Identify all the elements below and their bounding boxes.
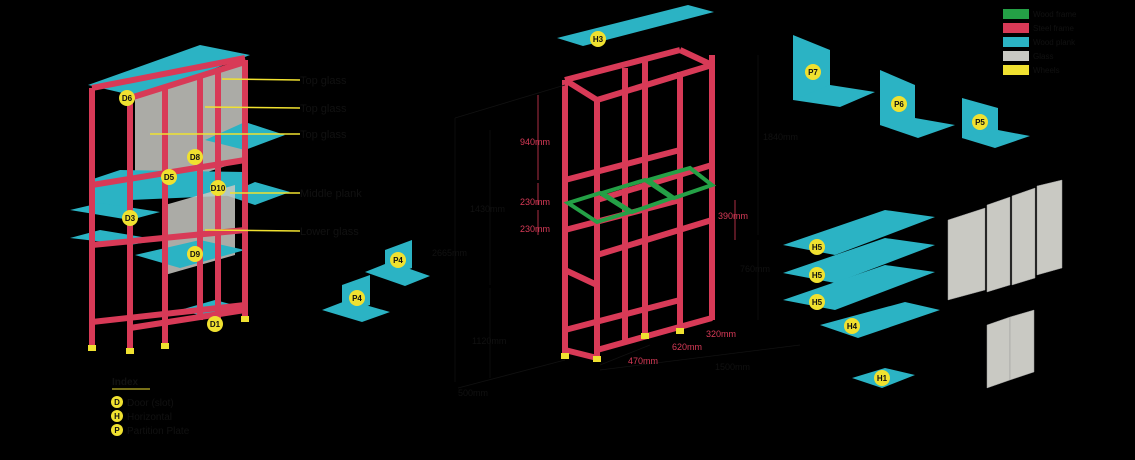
wheels xyxy=(88,316,249,354)
callout-label: Lower glass xyxy=(300,226,359,238)
legend-swatch xyxy=(1003,37,1029,47)
tag-circle xyxy=(349,290,365,306)
frame-wheels xyxy=(561,328,684,362)
exploded-frame: H3 xyxy=(432,5,801,398)
tag-label: H5 xyxy=(812,271,823,280)
dimension-label: 500mm xyxy=(458,388,488,398)
legend-swatch xyxy=(1003,51,1029,61)
index-text: Horizontal xyxy=(127,412,172,423)
dimension-label: 2665mm xyxy=(432,248,467,258)
tag-circle xyxy=(187,246,203,262)
tag-label: D8 xyxy=(190,153,201,162)
callout-label: Middle plank xyxy=(300,188,362,200)
tag-label: H3 xyxy=(593,35,604,44)
legend-label: Wheels xyxy=(1033,66,1060,75)
legend-swatch xyxy=(1003,23,1029,33)
tag-label: P5 xyxy=(975,118,985,127)
green-frame xyxy=(563,165,717,225)
tag-label: P7 xyxy=(808,68,818,77)
callout-lines xyxy=(150,78,301,232)
tag-circle xyxy=(187,149,203,165)
dimension-label: 1120mm xyxy=(472,336,506,346)
tag-label: D3 xyxy=(125,214,136,223)
index-text: Door (slot) xyxy=(127,398,174,409)
index-letter: D xyxy=(114,398,120,407)
tag-label: H4 xyxy=(847,322,858,331)
tag-circle xyxy=(161,169,177,185)
dimension-label: 390mm xyxy=(718,211,748,221)
tag-label: H5 xyxy=(812,243,823,252)
top-panel xyxy=(557,5,714,46)
dimension-label: 760mm xyxy=(740,264,770,274)
assembled-cabinet: Top glass Top glass Top glass Middle pla… xyxy=(70,45,362,437)
dimension-label: 230mm xyxy=(520,197,550,207)
index-letter: H xyxy=(114,412,120,421)
legend-label: Wood plank xyxy=(1033,38,1076,47)
tag-label: P6 xyxy=(894,100,904,109)
index-text: Partition Plate xyxy=(127,426,190,437)
index-title: Index xyxy=(112,377,139,388)
color-legend: Wood frame Steel frame Wood plank Glass … xyxy=(1003,9,1077,75)
dimension-lines xyxy=(454,55,801,389)
dimension-label: 320mm xyxy=(706,329,736,339)
tag-label: D9 xyxy=(190,250,201,259)
side-panels: P7 P6 P5 xyxy=(793,35,1030,148)
side-shelf-upper xyxy=(70,203,160,220)
index-legend: Index D Door (slot) H Horizontal P Parti… xyxy=(111,377,190,437)
callout-label: Top glass xyxy=(300,75,347,87)
tag-label: P4 xyxy=(393,256,403,265)
tag-label: D1 xyxy=(210,320,221,329)
dimension-label: 1500mm xyxy=(715,362,750,372)
dimension-label: 620mm xyxy=(672,342,702,352)
tag-circle xyxy=(590,31,606,47)
glass-panels xyxy=(947,179,1063,389)
dimension-label: 1840mm xyxy=(763,132,798,142)
tag-circle xyxy=(210,180,226,196)
tag-circle xyxy=(390,252,406,268)
tag-label: D5 xyxy=(164,173,175,182)
red-dimension-lines xyxy=(537,95,736,240)
dimension-label: 470mm xyxy=(628,356,658,366)
dimension-label: 1430mm xyxy=(470,204,505,214)
callout-label: Top glass xyxy=(300,129,347,141)
tag-circle xyxy=(119,90,135,106)
legend-swatch xyxy=(1003,9,1029,19)
callout-label: Top glass xyxy=(300,103,347,115)
legend-label: Glass xyxy=(1033,52,1053,61)
legend-swatch xyxy=(1003,65,1029,75)
tag-label: H5 xyxy=(812,298,823,307)
tag-label: D6 xyxy=(122,94,133,103)
tag-label: H1 xyxy=(877,374,888,383)
index-letter: P xyxy=(114,426,120,435)
legend-label: Steel frame xyxy=(1033,24,1074,33)
dimension-label: 230mm xyxy=(520,224,550,234)
frame-grid xyxy=(562,47,715,361)
loose-plates: P4 P4 xyxy=(322,240,430,322)
tag-label: P4 xyxy=(352,294,362,303)
tag-circle xyxy=(122,210,138,226)
tag-circle xyxy=(207,316,223,332)
legend-label: Wood frame xyxy=(1033,10,1077,19)
shelves: H5 H5 H5 H4 H1 xyxy=(783,210,940,388)
tag-label: D10 xyxy=(211,184,226,193)
dimension-label: 940mm xyxy=(520,137,550,147)
